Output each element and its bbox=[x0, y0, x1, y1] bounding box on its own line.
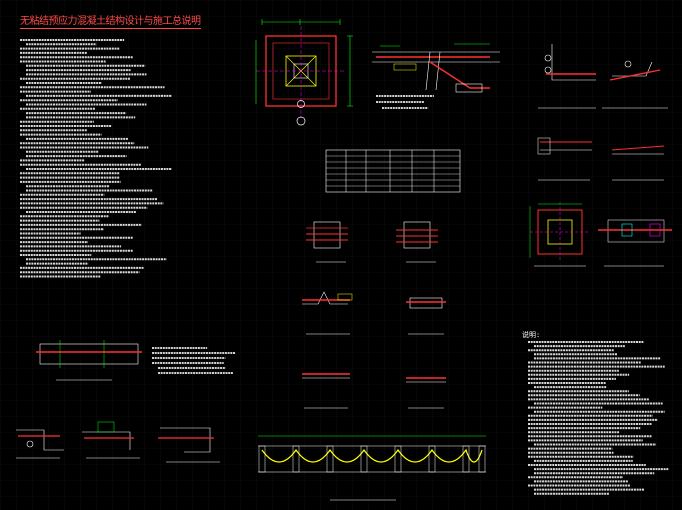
column-anchorage-section bbox=[598, 219, 672, 267]
joint-detail-2 bbox=[82, 421, 140, 459]
small-annotation-text bbox=[152, 95, 434, 374]
slab-tendon-detail-3 bbox=[302, 373, 350, 409]
general-notes-text-block bbox=[20, 39, 173, 278]
column-anchorage-plan bbox=[529, 202, 590, 267]
continuous-beam-elevation bbox=[258, 435, 486, 501]
support-column bbox=[394, 445, 402, 473]
support-column bbox=[292, 445, 300, 473]
tendon-schedule-table bbox=[325, 149, 461, 193]
notes-heading: 说明: bbox=[522, 331, 541, 339]
support-column bbox=[258, 445, 266, 473]
beam-section-detail-1 bbox=[306, 221, 348, 263]
slab-tendon-detail-2 bbox=[406, 297, 446, 335]
drawing-title: 无粘结预应力混凝土结构设计与施工总说明 bbox=[20, 12, 201, 29]
support-column bbox=[360, 445, 368, 473]
support-column bbox=[326, 445, 334, 473]
joint-detail-3 bbox=[158, 427, 220, 463]
slab-edge-detail-left bbox=[538, 44, 596, 109]
support-column bbox=[428, 445, 436, 473]
strand-anchor-detail-a bbox=[537, 137, 592, 181]
support-column bbox=[462, 445, 470, 473]
support-column bbox=[478, 445, 486, 473]
slab-tendon-detail-1 bbox=[302, 291, 353, 335]
strand-anchor-detail-b bbox=[611, 145, 665, 181]
anchorage-plan-detail bbox=[255, 19, 353, 126]
joint-detail-1 bbox=[16, 429, 64, 459]
notes-text-block bbox=[528, 341, 670, 495]
slab-edge-detail-right bbox=[602, 60, 668, 109]
slab-tendon-detail-4 bbox=[406, 377, 446, 409]
beam-elevation-detail bbox=[36, 340, 142, 381]
beam-end-detail bbox=[372, 43, 500, 93]
beam-section-detail-2 bbox=[396, 221, 438, 263]
